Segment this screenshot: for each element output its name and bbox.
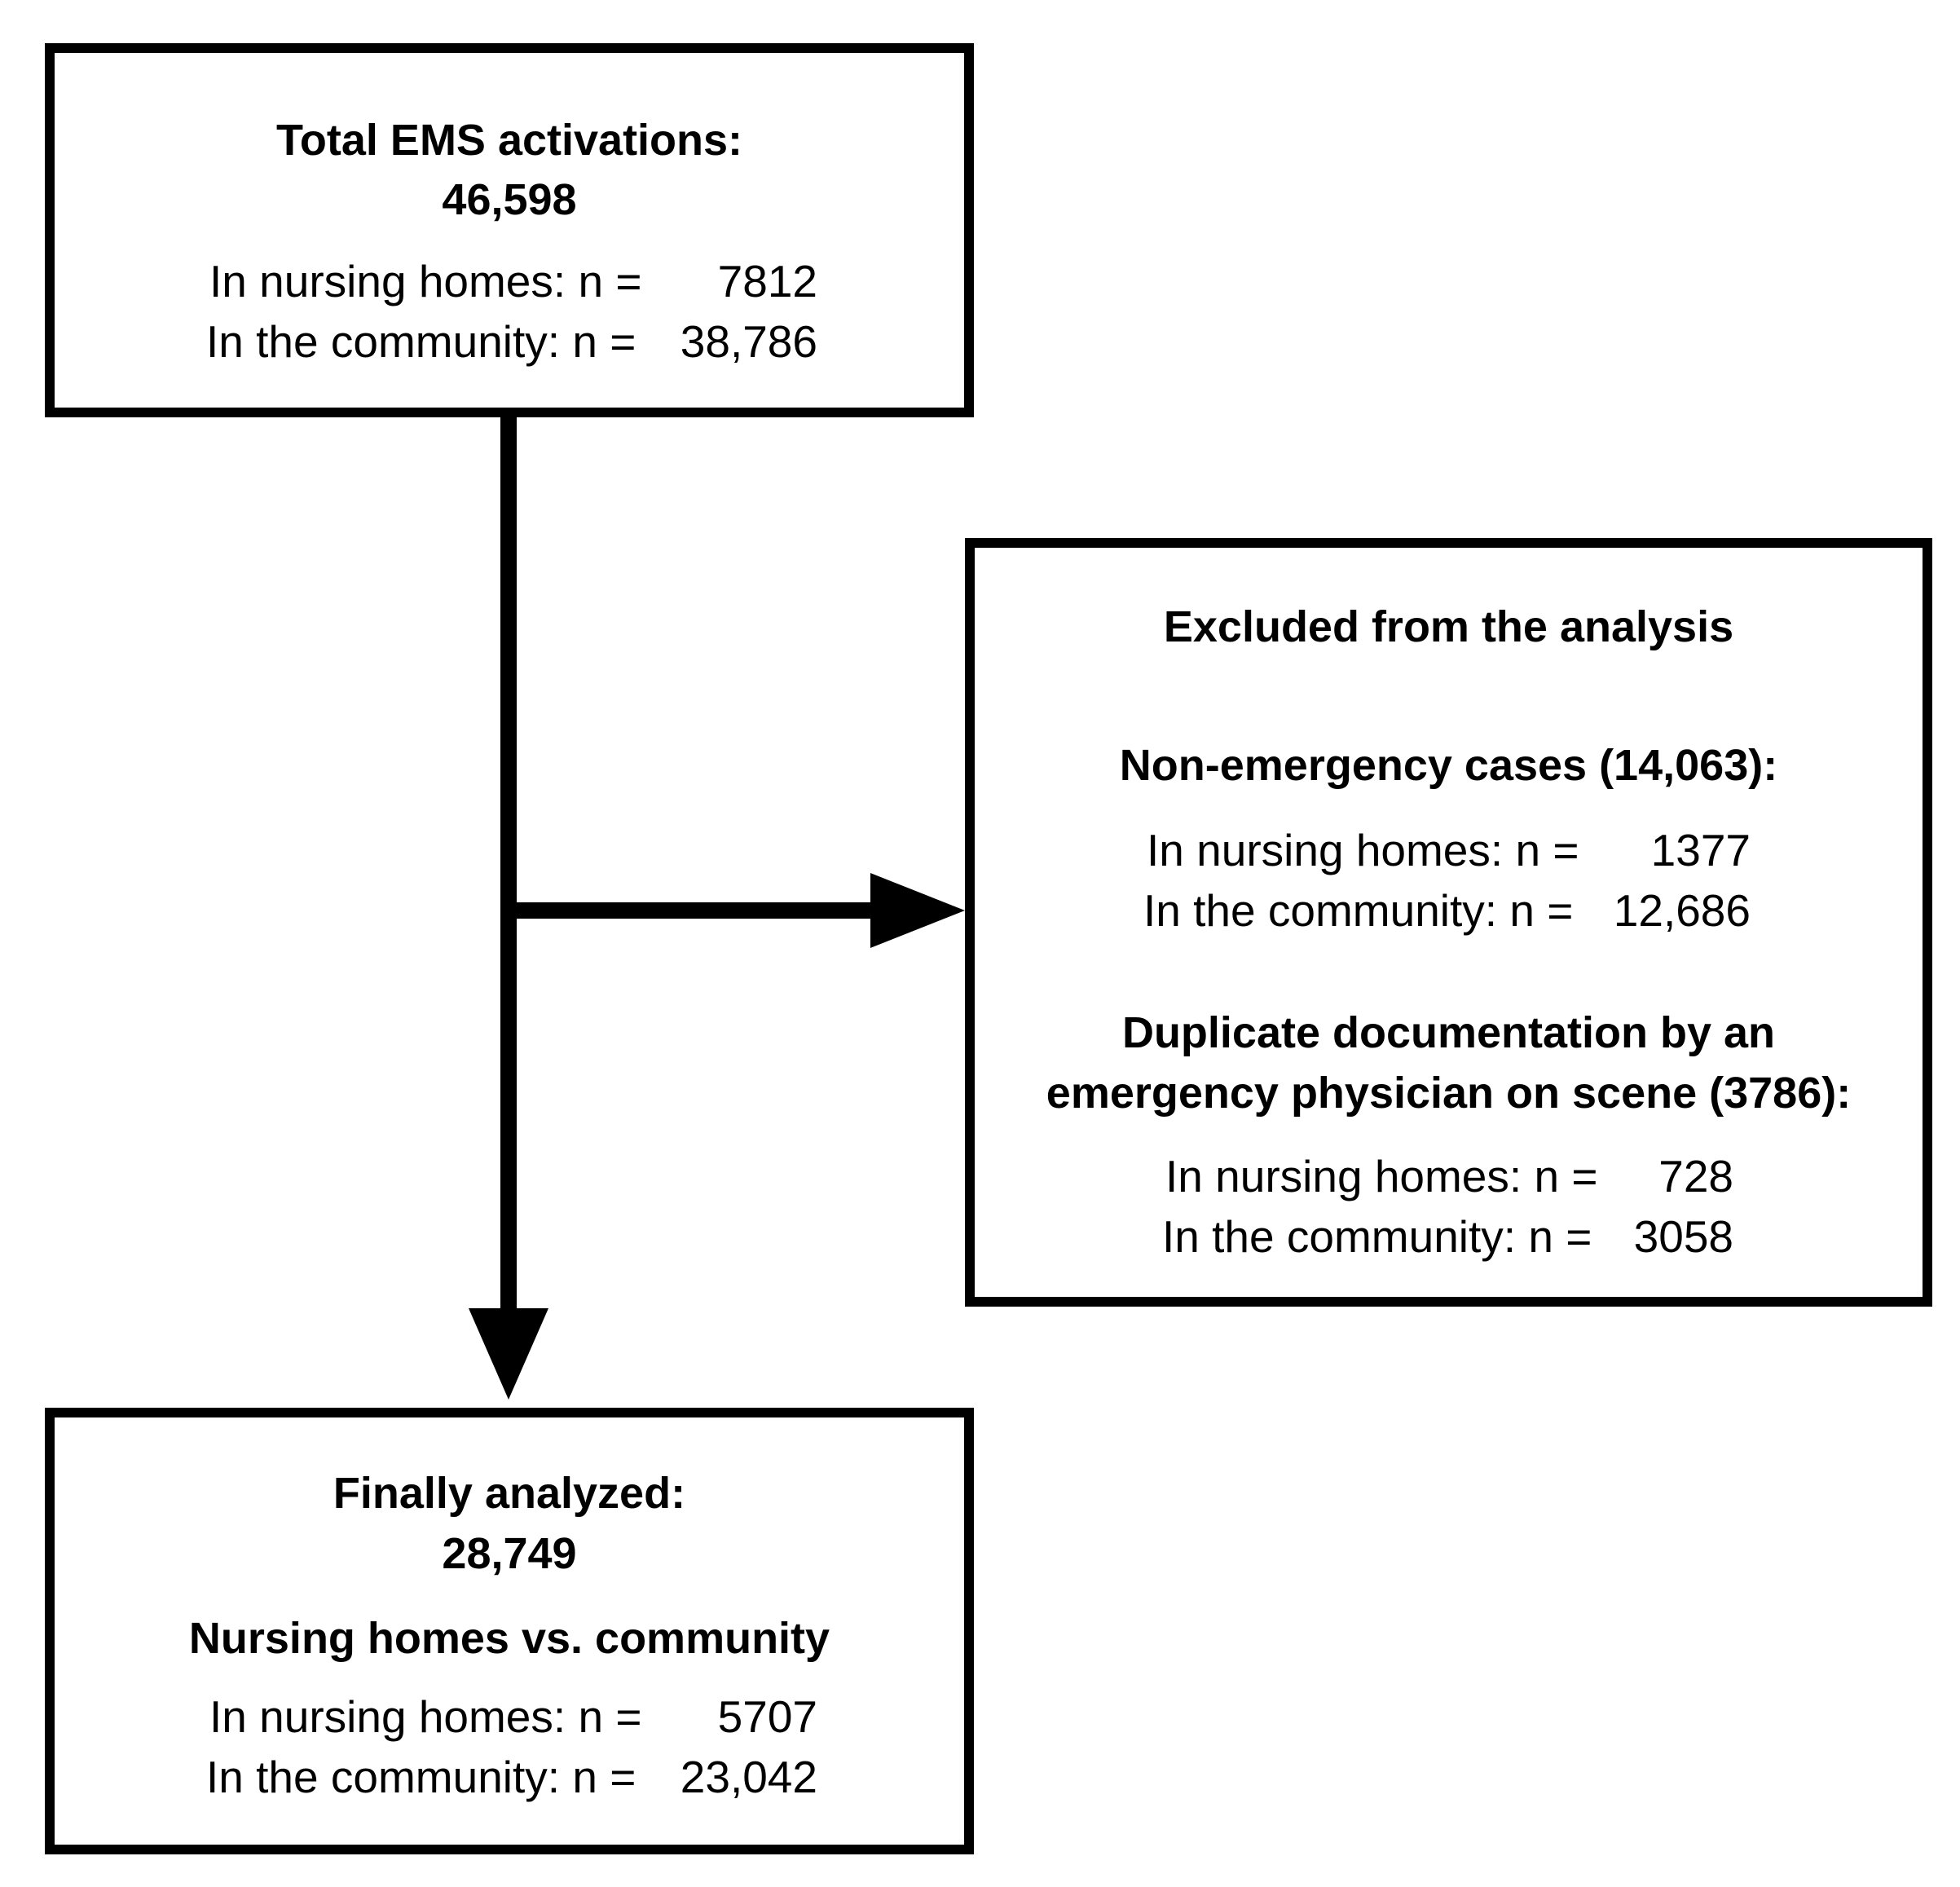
row-label: In the community: n = [206,316,636,367]
duplicate-heading-line-2: emergency physician on scene (3786): [1046,1069,1852,1118]
non-emergency-heading: Non-emergency cases (14,063): [1119,741,1778,790]
row-value: 5707 [717,1691,817,1742]
total-row-community: In the community: n = 38,786 [55,320,964,368]
final-row-nursing: In nursing homes: n = 5707 [55,1695,964,1744]
row-label: In the community: n = [1162,1211,1592,1262]
total-title: Total EMS activations: [275,116,743,165]
row-value: 12,686 [1613,885,1751,936]
row-value: 23,042 [680,1752,817,1802]
row-value: 3058 [1633,1211,1733,1262]
final-count: 28,749 [442,1529,577,1578]
right-arrowhead [870,873,965,948]
total-row-nursing: In nursing homes: n = 7812 [55,259,964,308]
final-row-community: In the community: n = 23,042 [55,1755,964,1804]
final-title: Finally analyzed: [333,1469,686,1518]
row-label: In the community: n = [206,1752,636,1802]
row-label: In the community: n = [1143,885,1574,936]
duplicate-row-nursing: In nursing homes: n = 728 [975,1154,1923,1203]
non-emergency-row-nursing: In nursing homes: n = 1377 [975,828,1923,877]
total-activations-box: Total EMS activations: 46,598 In nursing… [45,43,974,417]
excluded-box: Excluded from the analysis Non-emergency… [965,538,1932,1307]
total-count: 46,598 [442,175,577,224]
row-label: In nursing homes: n = [209,256,642,306]
row-value: 38,786 [680,316,817,367]
excluded-title: Excluded from the analysis [1163,602,1734,651]
row-value: 7812 [717,256,817,306]
row-label: In nursing homes: n = [209,1691,642,1742]
row-label: In nursing homes: n = [1147,825,1579,875]
row-label: In nursing homes: n = [1165,1151,1598,1201]
duplicate-row-community: In the community: n = 3058 [975,1215,1923,1263]
non-emergency-row-community: In the community: n = 12,686 [975,888,1923,937]
duplicate-heading-line-1: Duplicate documentation by an [1121,1008,1776,1057]
finally-analyzed-box: Finally analyzed: 28,749 Nursing homes v… [45,1408,974,1854]
row-value: 1377 [1650,825,1751,875]
down-arrowhead [469,1308,548,1400]
final-subtitle: Nursing homes vs. community [188,1614,830,1663]
row-value: 728 [1658,1151,1733,1201]
